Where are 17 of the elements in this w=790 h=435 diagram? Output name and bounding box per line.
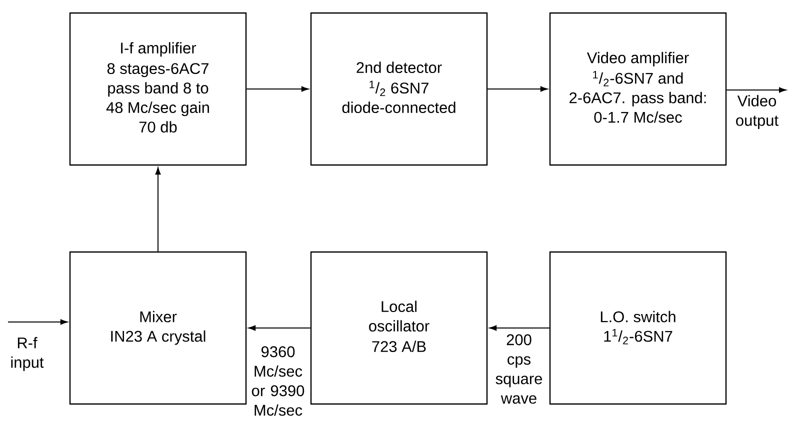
- arrow: [726, 87, 786, 93]
- block-box: Video amplifier $^{1}$/$_{2}$-6SN7 and 2-6AC7. pass band: 0-1.7 Mc/sec: [549, 12, 727, 166]
- arrow: [155, 167, 161, 252]
- edge-label: 9360 Mc/sec or 9390 Mc/sec: [252, 346, 304, 416]
- block-box: Local oscillator 723 A/B: [310, 251, 488, 405]
- block-box: 2nd detector $^{1}$/$_{2}$ 6SN7 diode-connected: [310, 12, 488, 166]
- edge-label: Video output: [736, 95, 778, 129]
- edge-label: 200 cps square wave: [496, 334, 542, 404]
- block-box: Mixer IN23 A crystal: [69, 251, 247, 405]
- block-box: I-f amplifier 8 stages-6AC7 pass band 8 to 48 Mc/sec gain 70 db: [69, 12, 247, 166]
- block-box: L.O. switch 1$^{1}$/$_{2}$-6SN7: [549, 251, 727, 405]
- edge-label: R-f input: [11, 337, 44, 371]
- arrow: [8, 319, 68, 325]
- arrow: [487, 86, 548, 92]
- arrow: [248, 325, 311, 331]
- arrow: [246, 86, 309, 92]
- arrow: [489, 325, 550, 331]
